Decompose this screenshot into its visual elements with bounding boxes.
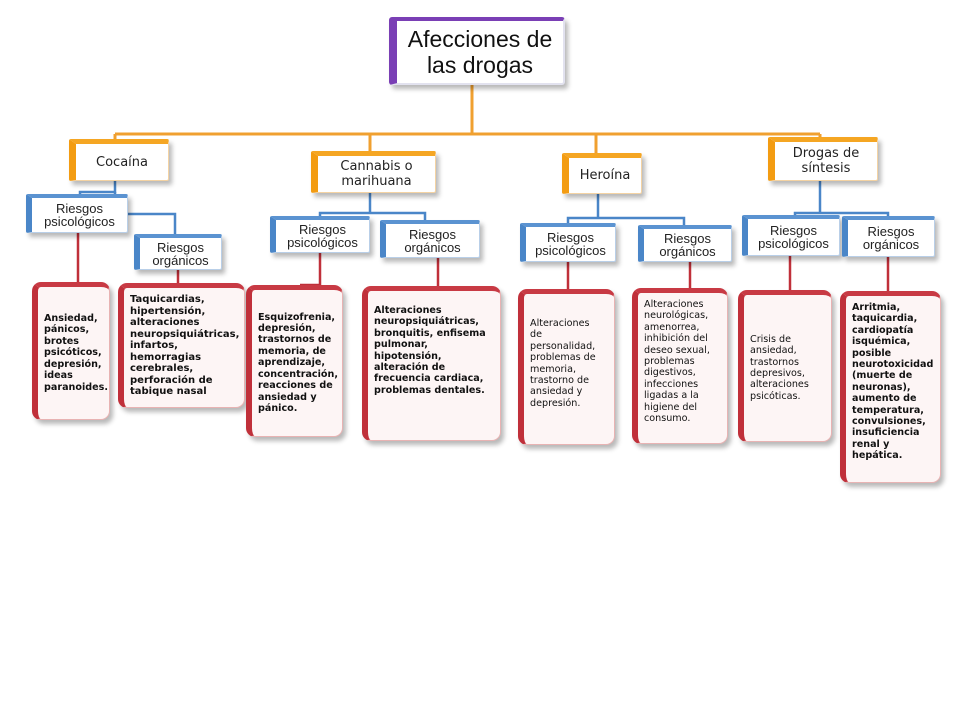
detail-text: Crisis de ansiedad, trastornos depresivo… xyxy=(750,333,809,402)
category-label: Cocaína xyxy=(96,154,148,170)
risk-label: Riesgos orgánicos xyxy=(862,224,920,252)
root-label: Afecciones de las drogas xyxy=(407,26,553,78)
category-label: Heroína xyxy=(579,168,631,183)
detail-text: Ansiedad, pánicos, brotes psicóticos, de… xyxy=(44,313,108,393)
risk-psych-sintesis: Riesgos psicológicos xyxy=(742,215,840,256)
risk-organic-heroina: Riesgos orgánicos xyxy=(638,225,732,262)
detail-psych-sintesis: Crisis de ansiedad, trastornos depresivo… xyxy=(738,290,832,442)
risk-label: Riesgos orgánicos xyxy=(404,226,461,255)
detail-organic-cannabis: Alteraciones neuropsiquiátricas, bronqui… xyxy=(362,286,501,441)
risk-organic-sintesis: Riesgos orgánicos xyxy=(842,216,935,257)
risk-psych-cocaina: Riesgos psicológicos xyxy=(26,194,128,233)
category-cannabis: Cannabis o marihuana xyxy=(311,151,436,193)
risk-label: Riesgos psicológicos xyxy=(287,222,358,250)
category-cocaina: Cocaína xyxy=(69,139,169,181)
detail-organic-cocaina: Alteraciones neuropsiquiátricas, bronqui… xyxy=(118,283,245,408)
detail-text: Alteraciones neuropsiquiátricas, bronqui… xyxy=(374,305,486,396)
risk-organic-cocaina: Riesgos orgánicos xyxy=(134,234,222,270)
risk-label: Riesgos orgánicos xyxy=(659,231,716,259)
detail-organic-heroina: Alteraciones neurológicas, amenorrea, in… xyxy=(632,288,728,444)
detail-organic-sintesis: Arritmia, taquicardia, cardiopatía isqué… xyxy=(840,291,941,483)
category-label: Cannabis o marihuana xyxy=(340,159,413,189)
root-connectors xyxy=(113,85,822,159)
risk-organic-cannabis: Riesgos orgánicos xyxy=(380,220,480,258)
detail-psych-cocaina: Ansiedad, pánicos, brotes psicóticos, de… xyxy=(32,282,110,420)
category-heroina: Heroína xyxy=(562,153,642,194)
detail-text: Alteraciones de personalidad, problemas … xyxy=(530,318,596,409)
category-label: Drogas de síntesis xyxy=(792,146,860,176)
root-node: Afecciones de las drogas xyxy=(389,17,565,85)
risk-psych-cannabis: Riesgos psicológicos xyxy=(270,216,370,253)
detail-text: Esquizofrenia, depresión, trastornos de … xyxy=(258,311,338,414)
detail-text: Taquicardias, hipertensión, alteraciones… xyxy=(130,294,240,397)
detail-text: Alteraciones neurológicas, amenorrea, in… xyxy=(644,299,710,425)
risk-label: Riesgos psicológicos xyxy=(535,230,606,258)
risk-label: Riesgos psicológicos xyxy=(758,223,829,251)
detail-psych-heroina: Alteraciones de personalidad, problemas … xyxy=(518,289,615,445)
detail-text: Arritmia, taquicardia, cardiopatía isqué… xyxy=(852,302,934,462)
category-drogas-sintesis: Drogas de síntesis xyxy=(768,137,878,181)
detail-psych-cannabis: Esquizofrenia, depresión, trastornos de … xyxy=(246,285,343,437)
risk-label: Riesgos psicológicos xyxy=(44,201,115,229)
risk-label: Riesgos orgánicos xyxy=(152,239,209,268)
risk-psych-heroina: Riesgos psicológicos xyxy=(520,223,616,262)
